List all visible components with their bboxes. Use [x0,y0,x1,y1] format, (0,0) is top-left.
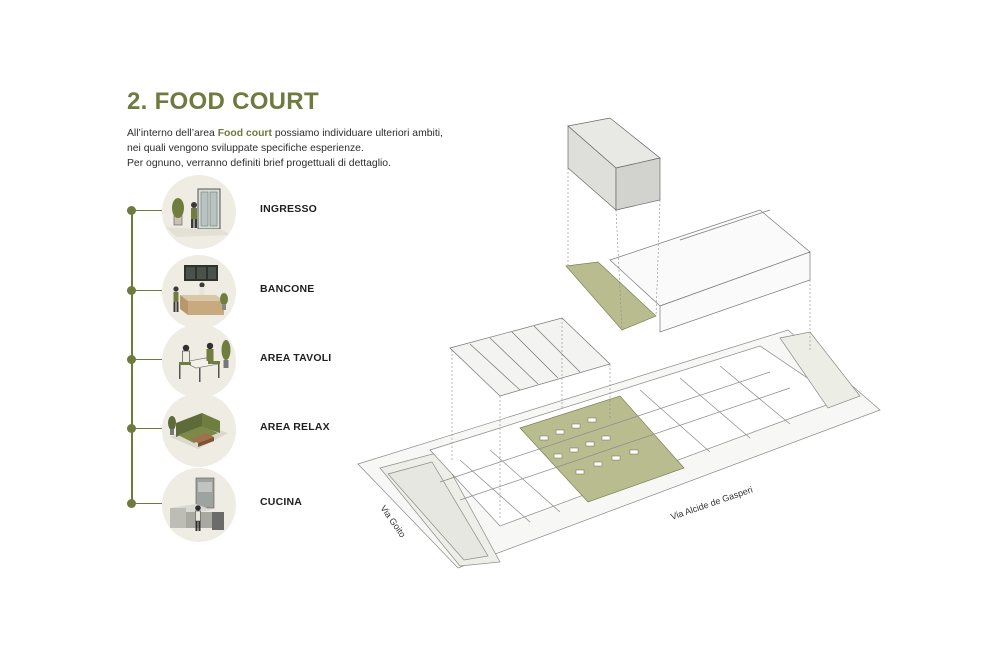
timeline-dot [127,424,136,433]
timeline-dot [127,499,136,508]
intro-text: All’interno dell’area Food court possiam… [127,126,467,171]
step-cucina: CUCINA [0,464,420,544]
intro-line-2: nei quali vengono sviluppate specifiche … [127,143,364,154]
timeline-connector [136,428,162,429]
bancone-illustration [162,255,236,329]
intro-highlight: Food court [217,128,272,139]
area-tavoli-illustration [162,324,236,398]
intro-line-1-post: possiamo individuare ulteriori ambiti, [271,128,443,139]
timeline-dot [127,286,136,295]
axonometric-drawing: Via Goito Via Alcide de Gasperi [357,117,881,569]
ingresso-illustration [162,175,236,249]
step-label: AREA TAVOLI [260,352,332,364]
cucina-illustration [162,468,236,542]
timeline-connector [136,503,162,504]
step-area-tavoli: AREA TAVOLI [0,320,420,400]
step-label: AREA RELAX [260,421,330,433]
intro-line-3: Per ognuno, verranno definiti brief prog… [127,158,391,169]
timeline-connector [136,210,162,211]
step-ingresso: INGRESSO [0,171,420,251]
timeline-dot [127,206,136,215]
street-label-bottom: Via Alcide de Gasperi [669,484,753,521]
intro-line-1: All’interno dell’area Food court possiam… [127,126,467,141]
intro-line-1-pre: All’interno dell’area [127,128,218,139]
food-court-area [519,395,685,503]
canopy-roof [449,317,611,397]
step-label: CUCINA [260,496,303,508]
step-area-relax: AREA RELAX [0,389,420,469]
area-relax-illustration [162,393,236,467]
page-title: 2. FOOD COURT [127,88,319,115]
timeline-connector [136,290,162,291]
step-bancone: BANCONE [0,251,420,331]
step-label: BANCONE [260,283,315,295]
timeline-dot [127,355,136,364]
step-label: INGRESSO [260,203,318,215]
timeline-connector [136,359,162,360]
